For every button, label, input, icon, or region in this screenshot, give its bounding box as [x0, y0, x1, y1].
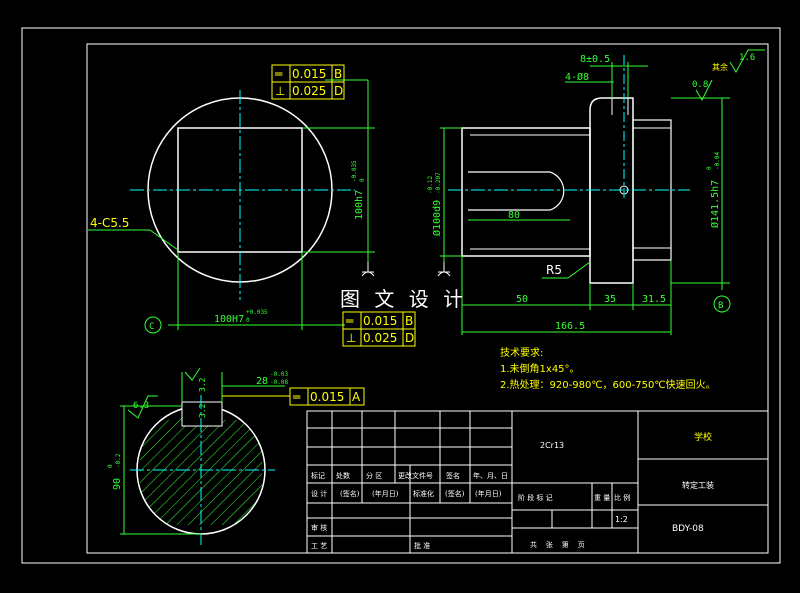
dim-shaft-tol-top: -0.12 [427, 176, 434, 194]
svg-text:═: ═ [292, 390, 301, 404]
chamfer-label: 4-C5.5 [90, 216, 129, 230]
svg-text:共 张 第 页: 共 张 第 页 [530, 540, 585, 549]
svg-text:0.015: 0.015 [363, 314, 397, 328]
dim-key-tol-top: -0.03 [270, 371, 288, 378]
svg-text:更改文件号: 更改文件号 [398, 471, 433, 480]
dim-height-tol-bottom: -0.2 [115, 453, 122, 468]
svg-text:审 核: 审 核 [311, 523, 327, 532]
dim-horizontal: 100H7 [214, 314, 244, 325]
dim-vertical-tol: -0.035 [351, 160, 358, 182]
svg-text:═: ═ [274, 67, 283, 81]
svg-text:0.015: 0.015 [292, 67, 326, 81]
dim-flange-tol-top: 0 [706, 166, 713, 170]
svg-text:D: D [405, 331, 414, 345]
svg-text:(签名): (签名) [340, 489, 360, 498]
svg-text:技术要求:: 技术要求: [500, 346, 543, 359]
svg-text:工 艺: 工 艺 [311, 542, 327, 550]
side-view: 4-Ø8 8±0.5 其余 1.6 0.8 Ø141.5h7 0 -0.04 B… [427, 49, 765, 335]
dim-key: 28 [256, 376, 268, 387]
datum-c: C [149, 322, 154, 332]
dim-horizontal-tol: +0.035 [246, 309, 268, 316]
svg-text:⊥: ⊥ [346, 331, 356, 345]
svg-text:其余: 其余 [712, 62, 728, 72]
radius-label: R5 [546, 263, 562, 277]
svg-text:A: A [352, 390, 361, 404]
dim-height: 90 [112, 478, 123, 490]
dim-hole: 4-Ø8 [565, 71, 589, 83]
roughness-top: 1.6 [739, 53, 755, 63]
title-block [306, 410, 769, 554]
svg-text:B: B [405, 314, 413, 328]
roughness-section: 6.3 [133, 401, 149, 411]
dim-key-tol-bottom: -0.08 [270, 379, 288, 386]
dim-flange-tol: -0.04 [714, 152, 721, 170]
dim-slot: 80 [508, 210, 520, 221]
svg-text:阶 段 标 记: 阶 段 标 记 [518, 493, 553, 502]
material: 2Cr13 [540, 441, 564, 450]
dim-31-5: 31.5 [642, 294, 666, 305]
svg-text:2.热处理：920-980℃，600-750℃快速回火。: 2.热处理：920-980℃，600-750℃快速回火。 [500, 378, 716, 391]
tech-notes: 技术要求: 1.未倒角1x45°。 2.热处理：920-980℃，600-750… [500, 346, 716, 391]
svg-text:处数: 处数 [336, 471, 350, 480]
dim-vertical: 100h7 [354, 190, 365, 220]
svg-text:(签名): (签名) [445, 489, 465, 498]
datum-b: B [718, 301, 723, 311]
svg-text:分 区: 分 区 [366, 471, 382, 480]
scale: 1:2 [615, 515, 628, 524]
drawing-number: BDY-08 [672, 524, 704, 534]
watermark: 图 文 设 计 [340, 287, 467, 311]
title-block-text: 2Cr13 学校 转定工装 BDY-08 1:2 标记 处数 分 区 更改文件号… [311, 431, 714, 550]
svg-text:(年月日): (年月日) [372, 489, 399, 498]
svg-text:0.015: 0.015 [310, 390, 344, 404]
tol-frame-front-bottom: ═ 0.015 B ⊥ 0.025 D [342, 311, 416, 347]
svg-text:1.未倒角1x45°。: 1.未倒角1x45°。 [500, 363, 580, 375]
svg-text:批 准: 批 准 [414, 541, 430, 550]
svg-text:比 例: 比 例 [614, 493, 630, 502]
outer-frame [21, 27, 781, 564]
svg-text:重 量: 重 量 [594, 494, 610, 502]
front-view: 100h7 -0.035 0 100H7 +0.035 0 C 4-C5.5 [88, 79, 375, 334]
tol-frame-front-top: ═ 0.015 B ⊥ 0.025 D [271, 64, 345, 100]
dim-50: 50 [516, 294, 528, 305]
school: 学校 [694, 431, 712, 443]
dim-vertical-tol-top: 0 [359, 178, 366, 182]
dim-flange: Ø141.5h7 [709, 180, 721, 228]
dim-shaft-tol-bottom: -0.207 [435, 172, 442, 194]
roughness-side: 0.8 [692, 80, 708, 90]
svg-text:═: ═ [345, 314, 354, 328]
svg-text:0.025: 0.025 [363, 331, 397, 345]
svg-text:0.025: 0.025 [292, 84, 326, 98]
svg-text:标记: 标记 [311, 471, 325, 480]
svg-text:D: D [334, 84, 343, 98]
svg-text:签名: 签名 [446, 471, 460, 480]
dim-total: 166.5 [555, 321, 585, 332]
dim-shaft: Ø100d9 [431, 200, 443, 236]
svg-text:3.2: 3.2 [198, 377, 207, 392]
dim-tol: 8±0.5 [580, 54, 610, 65]
svg-text:B: B [334, 67, 342, 81]
dim-height-tol-top: 0 [107, 464, 114, 468]
part-name: 转定工装 [682, 480, 714, 490]
svg-text:标准化: 标准化 [413, 489, 434, 498]
svg-text:设 计: 设 计 [311, 489, 327, 498]
svg-text:⊥: ⊥ [275, 84, 285, 98]
svg-text:(年月日): (年月日) [475, 489, 502, 498]
svg-text:3.2: 3.2 [198, 403, 207, 418]
section-view: 90 0 -0.2 28 -0.03 -0.08 6.3 3.2 3.2 ═ 0… [107, 367, 365, 545]
dim-35: 35 [604, 294, 616, 305]
dim-horizontal-tol-bottom: 0 [246, 317, 250, 324]
svg-text:年、月、日: 年、月、日 [473, 471, 508, 480]
